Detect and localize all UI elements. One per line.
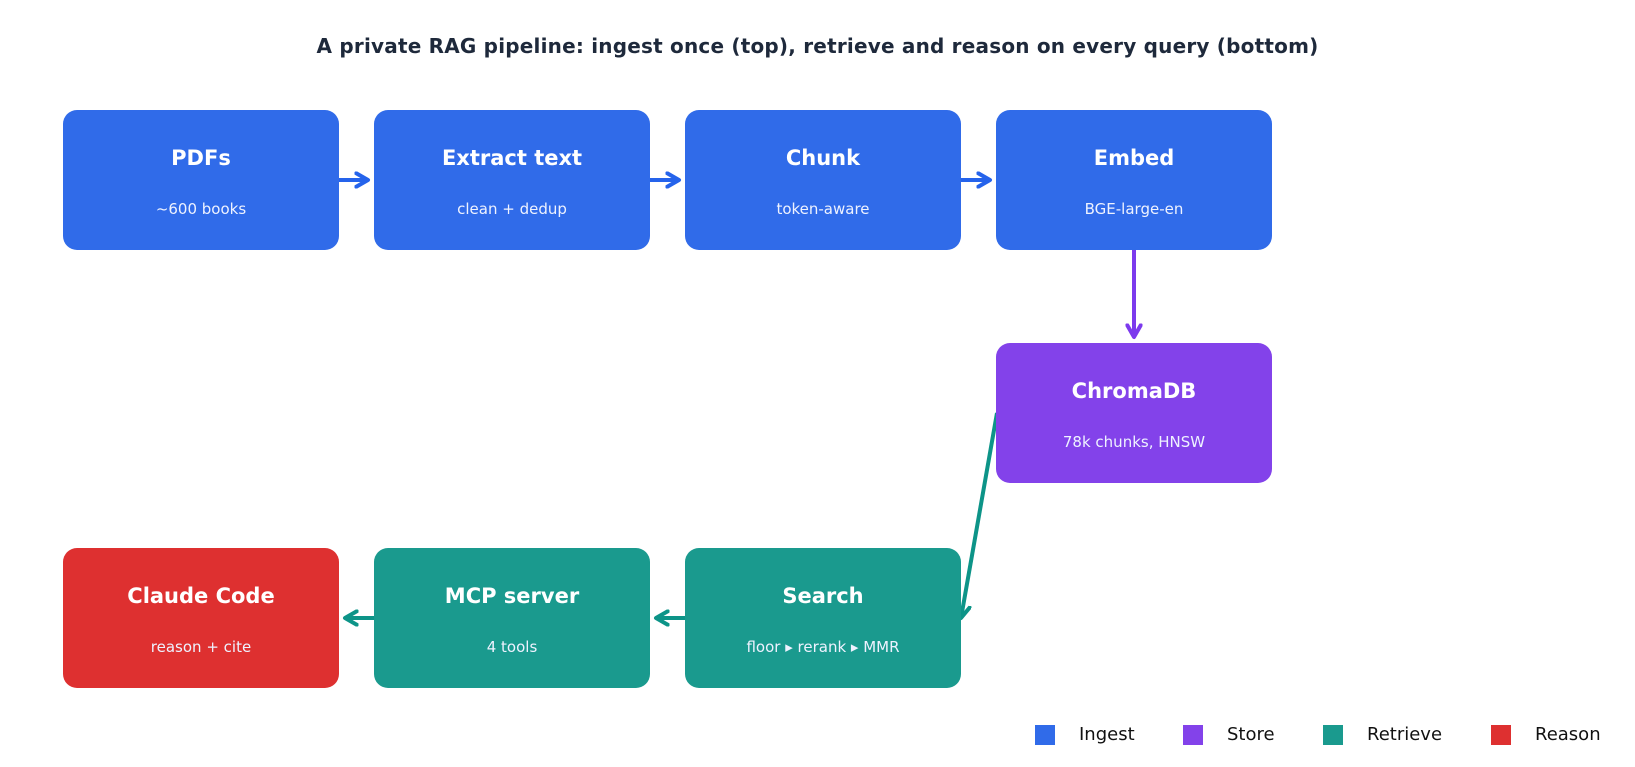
- node-claude-code-name: Claude Code: [127, 584, 275, 608]
- node-search: Search floor ▸ rerank ▸ MMR: [685, 548, 961, 688]
- node-embed: Embed BGE-large-en: [996, 110, 1272, 250]
- legend-swatch-retrieve: [1323, 725, 1343, 745]
- node-embed-name: Embed: [1093, 146, 1175, 170]
- node-chromadb: ChromaDB 78k chunks, HNSW: [996, 343, 1272, 483]
- node-pdfs-subtitle: ~600 books: [155, 200, 247, 218]
- node-extract-text-name: Extract text: [441, 146, 583, 170]
- node-pdfs-name: PDFs: [171, 146, 231, 170]
- legend-swatch-ingest: [1035, 725, 1055, 745]
- node-search-subtitle: floor ▸ rerank ▸ MMR: [746, 638, 900, 656]
- node-chunk-name: Chunk: [785, 146, 861, 170]
- node-extract-text-subtitle: clean + dedup: [457, 200, 567, 218]
- node-claude-code-subtitle: reason + cite: [150, 638, 252, 656]
- node-extract-text: Extract text clean + dedup: [374, 110, 650, 250]
- node-pdfs: PDFs ~600 books: [63, 110, 339, 250]
- legend-label-retrieve: Retrieve: [1367, 724, 1443, 745]
- node-chunk: Chunk token-aware: [685, 110, 961, 250]
- legend-swatch-reason: [1491, 725, 1511, 745]
- diagram-title: A private RAG pipeline: ingest once (top…: [316, 34, 1319, 58]
- node-chunk-subtitle: token-aware: [776, 200, 870, 218]
- arrow-chromadb-to-search: [961, 412, 999, 618]
- node-mcp-server-name: MCP server: [444, 584, 580, 608]
- node-chromadb-subtitle: 78k chunks, HNSW: [1062, 433, 1206, 451]
- node-chromadb-name: ChromaDB: [1071, 379, 1197, 403]
- node-mcp-server-subtitle: 4 tools: [486, 638, 538, 656]
- node-claude-code: Claude Code reason + cite: [63, 548, 339, 688]
- legend-label-store: Store: [1227, 724, 1275, 745]
- node-mcp-server: MCP server 4 tools: [374, 548, 650, 688]
- node-embed-subtitle: BGE-large-en: [1084, 200, 1184, 218]
- legend-label-ingest: Ingest: [1079, 724, 1135, 745]
- node-search-name: Search: [782, 584, 864, 608]
- legend-swatch-store: [1183, 725, 1203, 745]
- legend-label-reason: Reason: [1535, 724, 1601, 745]
